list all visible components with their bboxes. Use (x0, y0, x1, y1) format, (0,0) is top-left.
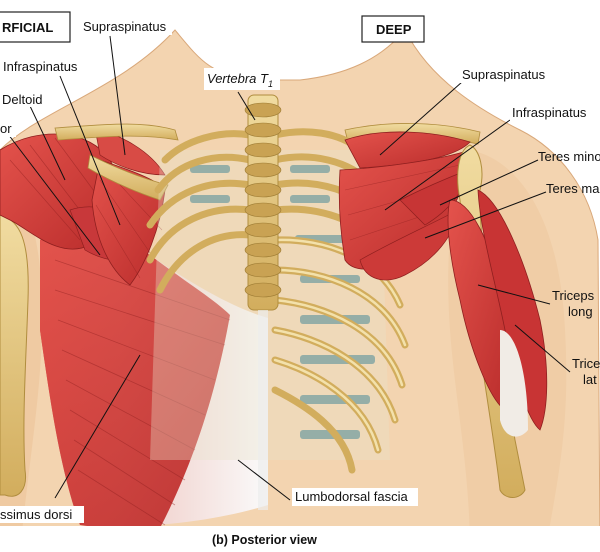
left-scapula (87, 154, 169, 201)
label-deltoid: Deltoid (2, 92, 42, 107)
label-triceps-lateral-2: lat (583, 372, 597, 387)
deep-tag-text: DEEP (376, 22, 412, 37)
label-vertebra: Vertebra T1 (207, 71, 273, 89)
left-humerus (0, 214, 29, 497)
label-triceps-long-2: long (568, 304, 593, 319)
triceps-lateral-head-muscle (477, 189, 548, 437)
superficial-tag: RFICIAL (0, 11, 71, 43)
label-infraspinatus-right: Infraspinatus (512, 105, 587, 120)
label-infraspinatus-left: Infraspinatus (3, 59, 78, 74)
label-supraspinatus-right: Supraspinatus (462, 67, 546, 82)
vertebral-column (244, 94, 282, 510)
leader-lines (7, 35, 571, 501)
latissimus-dorsi-muscle (40, 229, 268, 529)
label-triceps-long-1: Triceps (552, 288, 595, 303)
label-lumbodorsal-fascia: Lumbodorsal fascia (295, 489, 408, 504)
label-teres-minor: Teres mino (538, 149, 600, 164)
caption: (b) Posterior view (212, 533, 317, 547)
labels: Supraspinatus Infraspinatus Deltoid or s… (0, 18, 600, 523)
label-teres-major-left: or (0, 121, 12, 136)
label-triceps-lateral-1: Trice (572, 356, 600, 371)
label-supraspinatus-left: Supraspinatus (83, 19, 167, 34)
caption-band (0, 526, 600, 552)
deep-tag: DEEP (361, 15, 425, 43)
label-teres-major-right: Teres ma (546, 181, 600, 196)
superficial-tag-text: RFICIAL (2, 20, 53, 35)
infraspinatus-right-muscle (338, 149, 471, 270)
label-latissimus-dorsi: ssimus dorsi (0, 507, 72, 522)
